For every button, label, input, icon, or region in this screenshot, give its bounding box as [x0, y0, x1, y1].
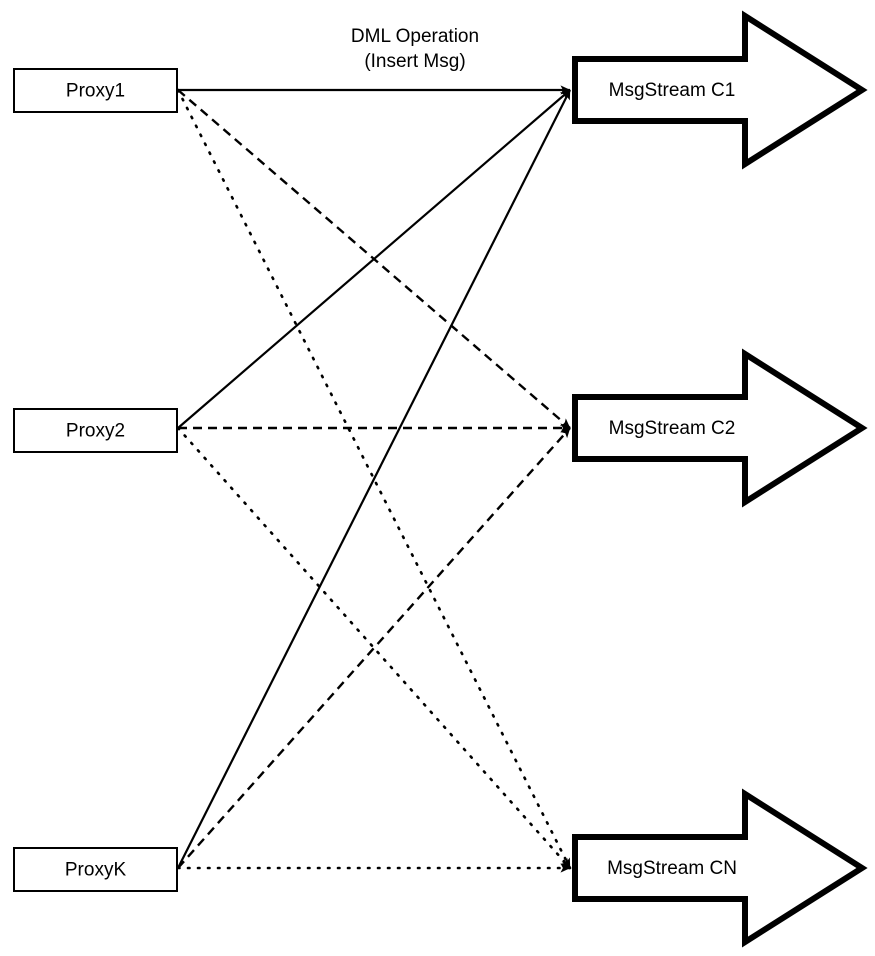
dml-operation-label-line1: DML Operation	[351, 26, 479, 47]
msgstream-node-cn[interactable]: MsgStream CN	[572, 788, 868, 948]
link-pk-c1	[177, 89, 571, 869]
msgstream-label-c2: MsgStream C2	[609, 418, 736, 439]
proxy-box-proxyK	[13, 847, 178, 892]
proxy-label-proxy2: Proxy2	[66, 421, 125, 442]
msgstream-label-cn: MsgStream CN	[607, 858, 737, 879]
proxy-box-proxy1	[13, 68, 178, 113]
msgstream-arrow-shape-c2	[572, 348, 868, 508]
dml-operation-label-line2: (Insert Msg)	[364, 51, 465, 72]
dml-operation-label: DML Operation (Insert Msg)	[351, 26, 479, 72]
msgstream-node-c2[interactable]: MsgStream C2	[572, 348, 868, 508]
proxy-label-proxy1: Proxy1	[66, 81, 125, 102]
msgstream-label-c1: MsgStream C1	[609, 80, 736, 101]
msgstream-node-c1[interactable]: MsgStream C1	[572, 10, 868, 170]
proxy-node-proxy2[interactable]: Proxy2	[13, 408, 178, 453]
msgstream-arrow-shape-c1	[572, 10, 868, 170]
msgstream-arrow-shape-cn	[572, 788, 868, 948]
link-p2-c1	[177, 89, 571, 429]
proxy-box-proxy2	[13, 408, 178, 453]
proxy-node-proxyK[interactable]: ProxyK	[13, 847, 178, 892]
link-pk-c2	[177, 427, 571, 869]
proxy-node-proxy1[interactable]: Proxy1	[13, 68, 178, 113]
link-p2-cn	[176, 426, 572, 870]
msgstream-nodes: MsgStream C1 MsgStream C2 MsgStream CN	[572, 10, 868, 948]
proxy-label-proxyK: ProxyK	[65, 860, 127, 881]
connector-links	[176, 85, 572, 873]
